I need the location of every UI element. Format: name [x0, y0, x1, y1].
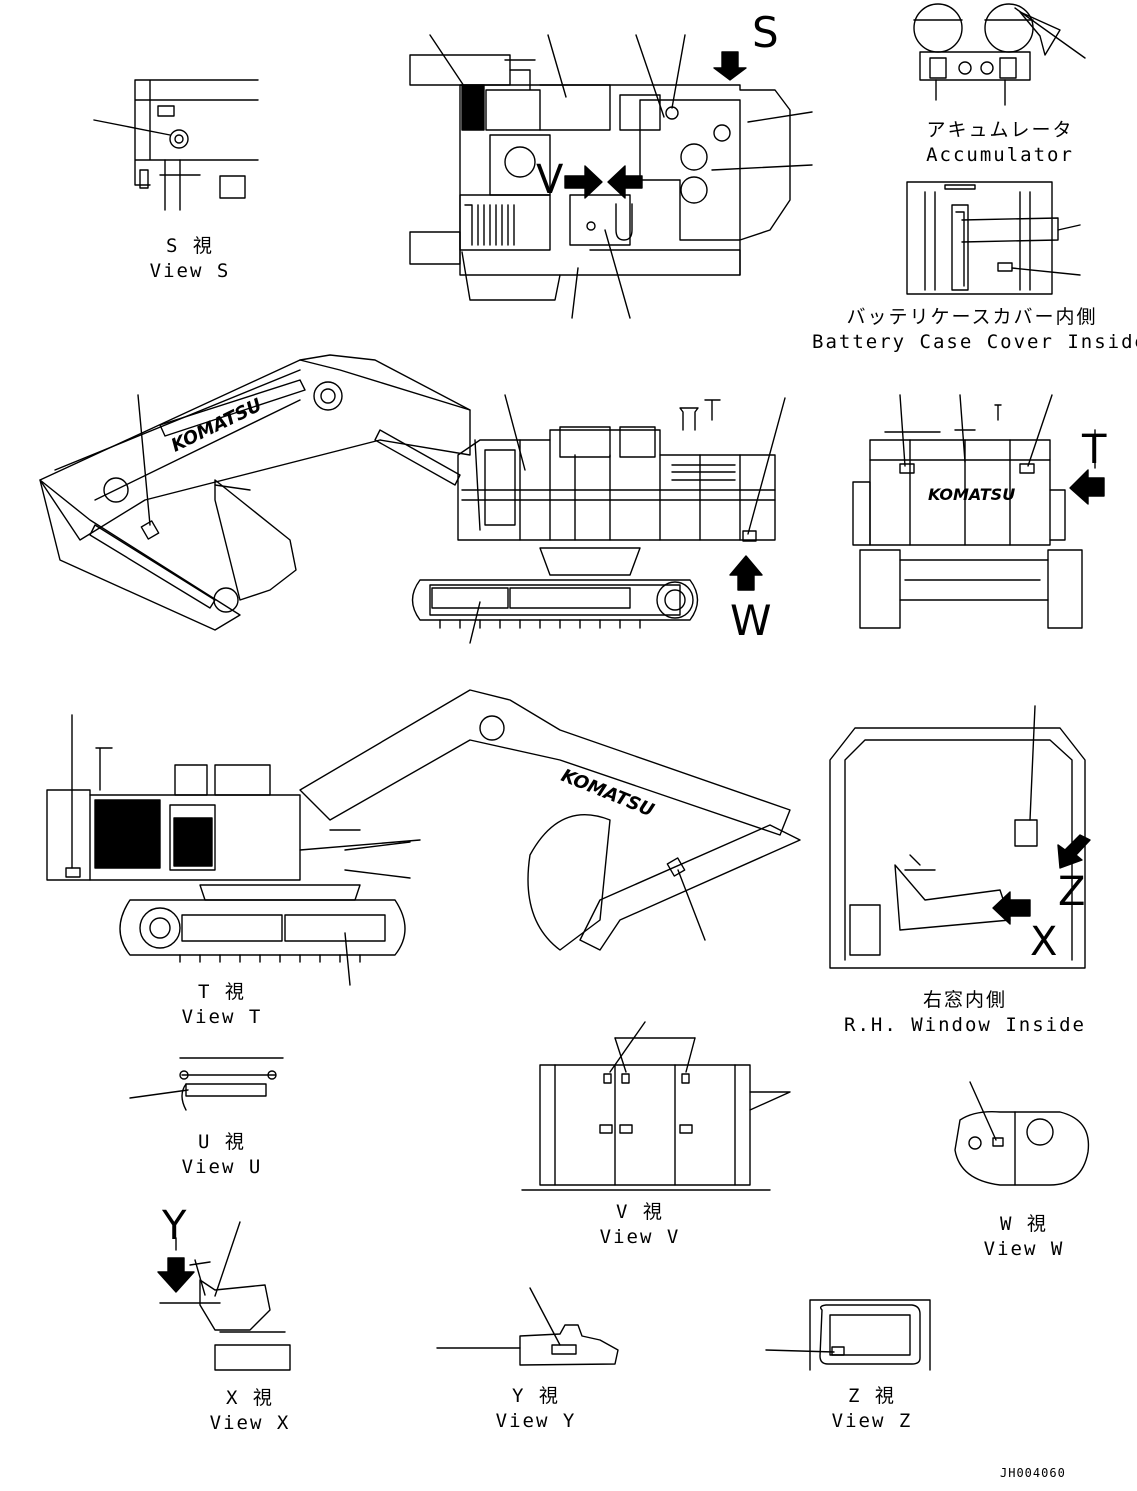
view-s-drawing — [93, 79, 259, 211]
arrow-letter-y: Y — [162, 1203, 187, 1249]
view-t-drawing: KOMATSU — [46, 689, 801, 986]
arrow-letter-x: X — [1030, 919, 1058, 965]
view-x-drawing — [157, 1221, 291, 1371]
arrow-letter-s: S — [752, 8, 779, 57]
rh-window-drawing — [829, 705, 1091, 969]
view-v-drawing — [521, 1021, 791, 1191]
arrow-letter-t: T — [1082, 427, 1107, 473]
arrow-letter-w: W — [730, 596, 772, 645]
accumulator-drawing — [913, 3, 1086, 106]
view-y-drawing — [436, 1287, 619, 1366]
drawing-code: JH004060 — [1000, 1466, 1066, 1480]
battery-cover-drawing — [906, 181, 1081, 295]
view-w-drawing — [954, 1081, 1090, 1186]
boom-brand-right: KOMATSU — [558, 765, 657, 821]
view-z-drawing — [765, 1299, 931, 1371]
rear-brand: KOMATSU — [928, 485, 1015, 504]
top-plan-view — [409, 34, 813, 319]
excavator-rear-view: KOMATSU — [852, 394, 1105, 629]
arrow-letter-v: V — [536, 157, 564, 203]
arrow-letter-z: Z — [1058, 869, 1086, 915]
view-u-drawing — [129, 1057, 284, 1111]
excavator-left-view: KOMATSU — [39, 354, 786, 644]
